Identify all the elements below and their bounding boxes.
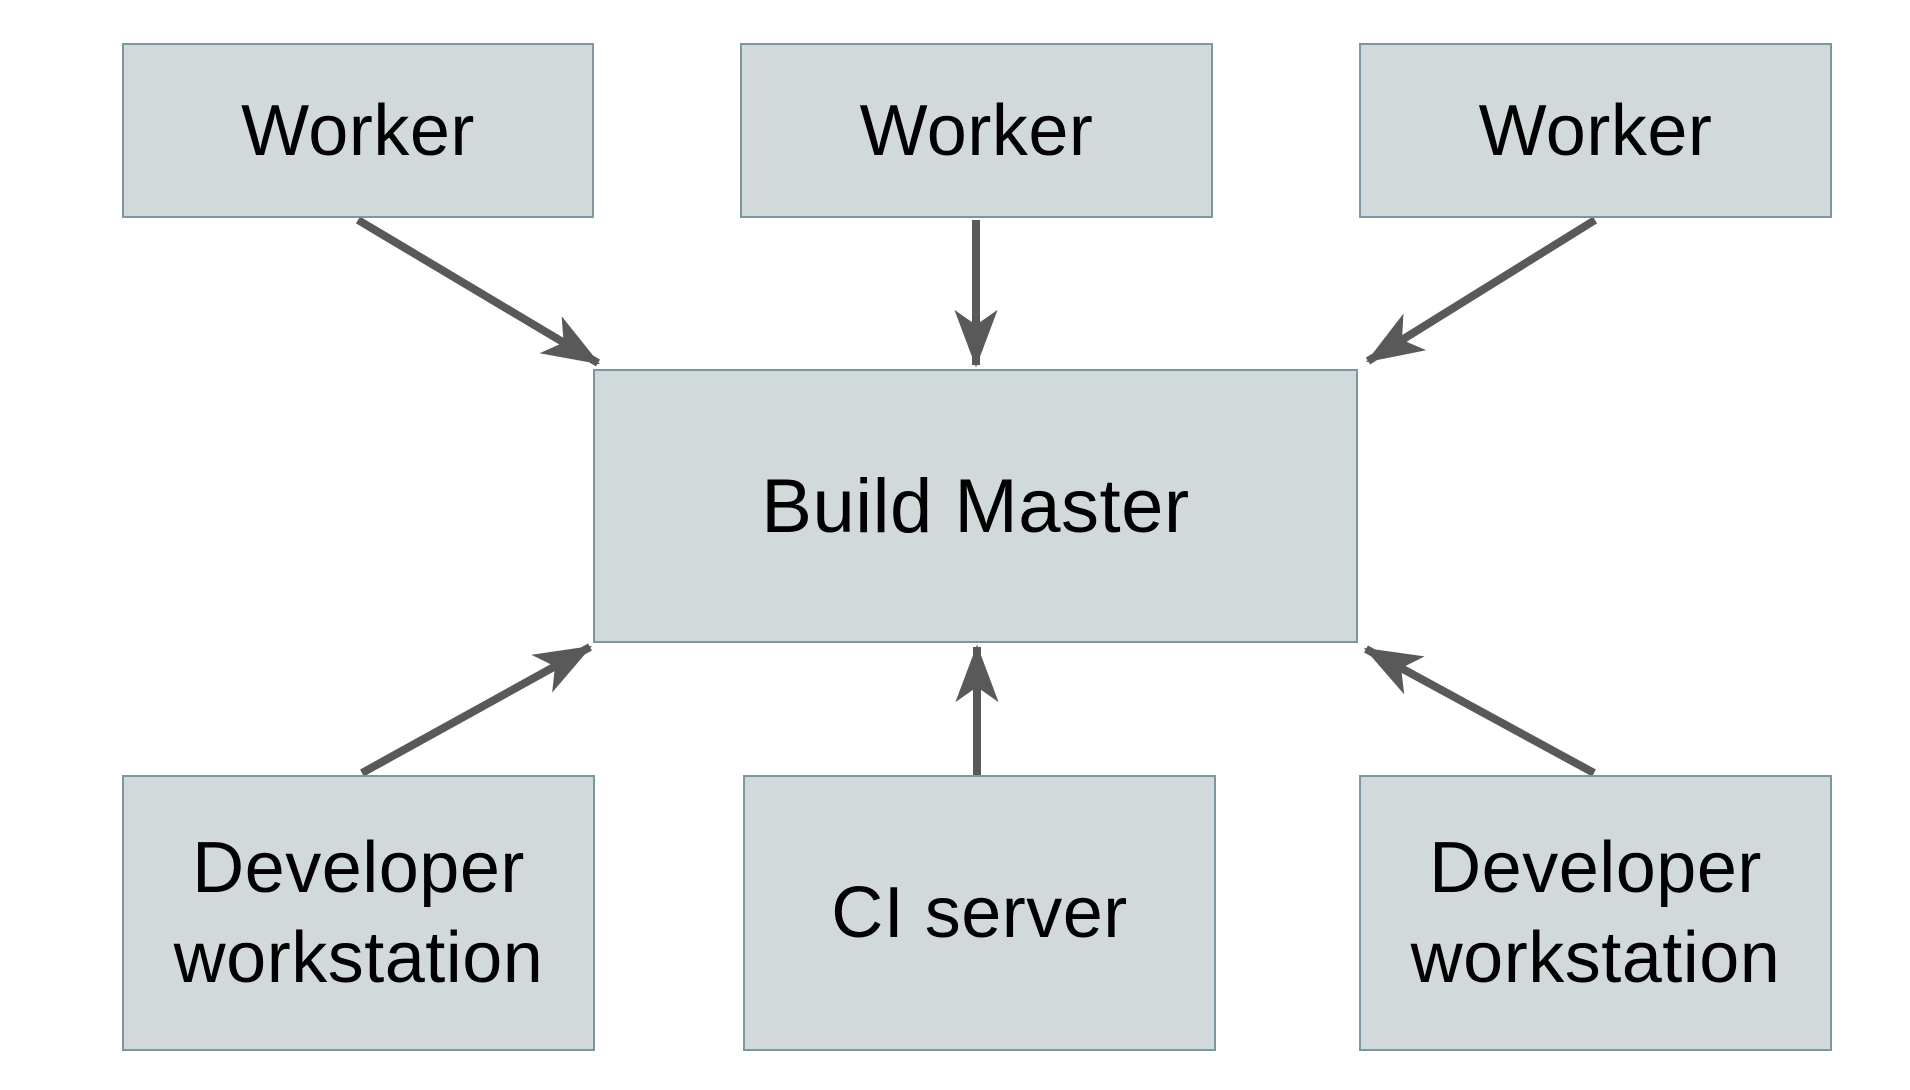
node-dev-workstation-2-label: Developer workstation	[1410, 828, 1781, 998]
node-worker-3-label: Worker	[1478, 90, 1713, 171]
node-worker-1: Worker	[122, 43, 594, 218]
arrow-dev-workstation-2-to-build-master	[1363, 645, 1596, 777]
arrow-worker-1-to-build-master	[355, 216, 601, 367]
node-build-master-label: Build Master	[761, 463, 1190, 549]
node-dev-workstation-2: Developer workstation	[1359, 775, 1832, 1051]
node-worker-2-label: Worker	[859, 90, 1094, 171]
node-worker-1-label: Worker	[241, 90, 475, 171]
node-ci-server: CI server	[743, 775, 1216, 1051]
node-build-master: Build Master	[593, 369, 1358, 643]
node-worker-3: Worker	[1359, 43, 1832, 218]
node-dev-workstation-1: Developer workstation	[122, 775, 595, 1051]
arrow-worker-3-to-build-master	[1365, 216, 1598, 365]
arrow-dev-workstation-1-to-build-master	[360, 643, 593, 777]
node-ci-server-label: CI server	[831, 873, 1128, 953]
node-dev-workstation-1-label: Developer workstation	[173, 828, 544, 998]
node-worker-2: Worker	[740, 43, 1213, 218]
